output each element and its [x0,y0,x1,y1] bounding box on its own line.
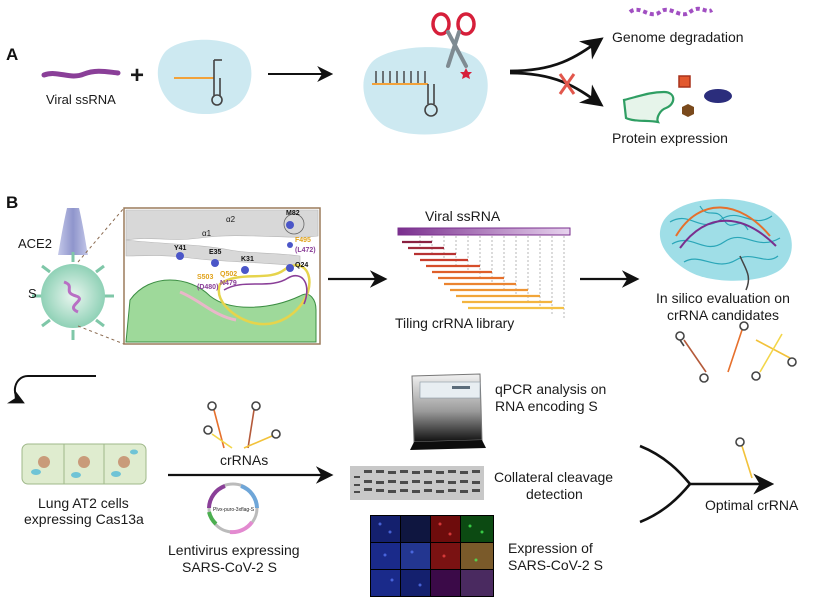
cas13-blob-icon [157,39,252,115]
protein-hexagon-icon [682,104,694,117]
optimal-crrna-icon [735,437,753,479]
merge-arrows [639,444,775,524]
lentivirus-line2: SARS-CoV-2 S [182,559,277,575]
blocked-x-icon [558,73,576,95]
residue-y41: Y41 [174,245,187,252]
viral-ssrna-bar [397,227,571,236]
lung-cells-line2: expressing Cas13a [24,511,144,527]
residue-d480: (D480) [197,284,218,291]
crrnas-icons [203,401,281,449]
zoom-line-bottom [77,325,125,345]
viral-ssrna-icon [41,68,121,79]
ace2-label: ACE2 [18,236,52,251]
residue-n479: N479 [220,280,237,287]
complex-blob-icon [363,47,488,135]
qpcr-machine-icon [410,373,486,450]
fluorescence-grid-image [370,515,494,597]
protein-expression-label: Protein expression [612,130,728,146]
crrnas-label: crRNAs [220,452,268,468]
plasmid-label: Plvx-puro-3xflag-S [213,507,255,513]
viral-ssrna-label: Viral ssRNA [46,92,116,107]
plus-sign: + [130,62,144,89]
gel-image [350,466,484,500]
residue-e35: E35 [209,249,222,256]
viral-ssrna-bar-label: Viral ssRNA [425,208,501,224]
cas13a-structure-image [659,198,792,291]
plasmid-icon [207,482,259,535]
lung-cells-line1: Lung AT2 cells [38,495,129,511]
lentivirus-line1: Lentivirus expressing [168,542,300,558]
collateral-line1: Collateral cleavage [494,469,613,485]
residue-m82: M82 [286,210,300,217]
panel-a-label: A [6,45,18,64]
qpcr-line2: RNA encoding S [495,398,598,414]
crrna-candidates-icons [675,321,797,383]
qpcr-line1: qPCR analysis on [495,381,606,397]
structure-image [123,207,321,345]
fork-arrows-a [509,37,604,107]
cleavage-star-icon [460,68,472,79]
helix-a1-label: α1 [202,229,212,238]
curved-return-arrow [6,375,96,404]
lung-cells-icon [21,443,147,485]
protein-ellipse-icon [704,89,732,103]
crrna-hairpin-icon [174,59,223,106]
expression-line1: Expression of [508,540,593,556]
degraded-rna-icon [628,6,714,17]
tiling-library-label: Tiling crRNA library [395,315,514,331]
in-silico-line1: In silico evaluation on [656,290,790,306]
protein-square-icon [678,75,691,88]
residue-s503: S503 [197,274,213,281]
base-pairing-ladder [372,71,438,117]
residue-q502: Q502 [220,271,237,278]
in-silico-line2: crRNA candidates [667,307,779,323]
scissors-icon [431,12,476,68]
ace2-receptor-icon [58,208,88,255]
protein-funnel-icon [622,90,675,124]
helix-a2-label: α2 [226,215,236,224]
tiling-crrna-lines [402,240,564,310]
virus-icon [32,252,114,340]
panel-b-label: B [6,193,18,212]
genome-degradation-label: Genome degradation [612,29,744,45]
optimal-crrna-label: Optimal crRNA [705,497,799,513]
residue-k31: K31 [241,256,254,263]
expression-line2: SARS-CoV-2 S [508,557,603,573]
residue-l472: (L472) [295,247,316,254]
residue-f495: F495 [295,237,311,244]
residue-q24: Q24 [295,262,308,269]
collateral-line2: detection [526,486,583,502]
s-label: S [28,286,37,301]
